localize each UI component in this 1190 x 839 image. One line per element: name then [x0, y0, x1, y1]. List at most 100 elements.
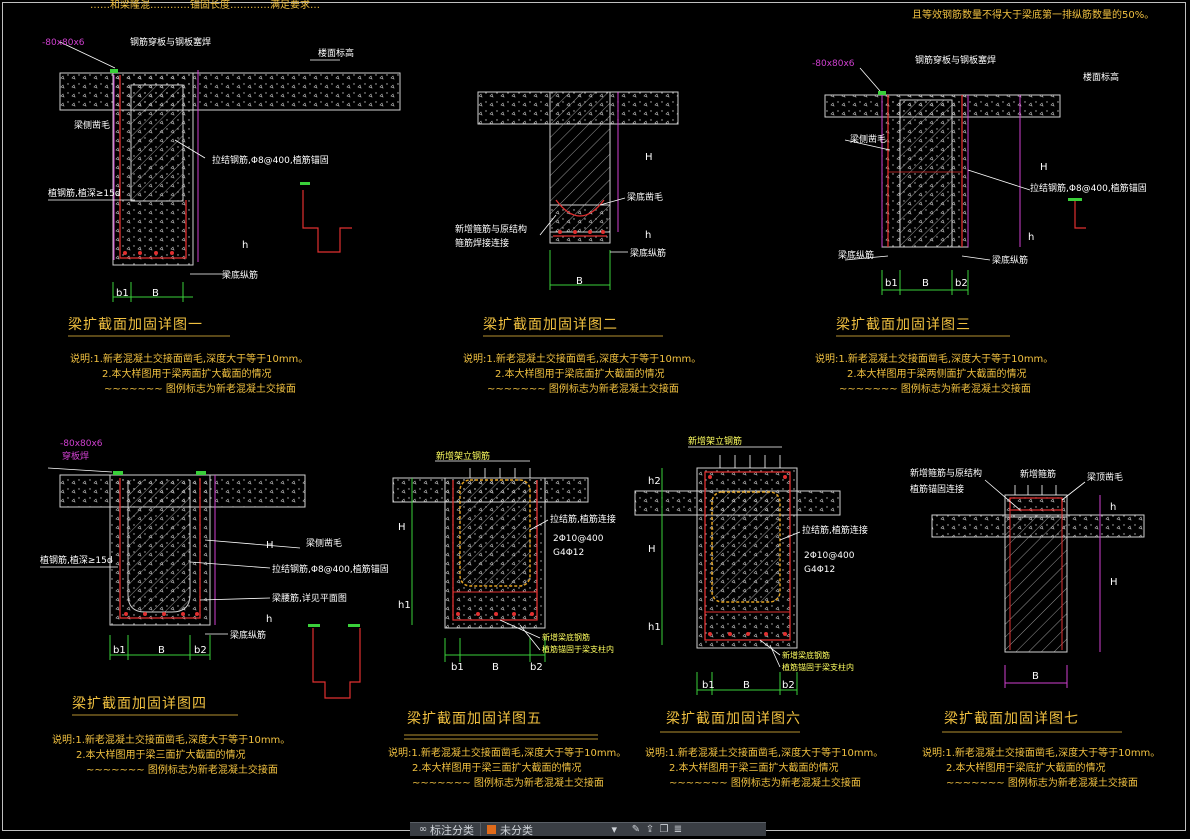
detail-7-new-top [1004, 494, 1068, 518]
detail-4: -80x80x6 穿板焊 梁侧凿毛 植钢筋,植深≥15d 拉结钢筋,Φ8@400… [40, 439, 389, 716]
detail-1-B-label: B [152, 288, 159, 299]
detail-5-notes: 说明:1.新老混凝土交接面凿毛,深度大于等于10mm。 2.本大样图用于梁三面扩… [388, 746, 626, 791]
layer-select-value: 未分类 [500, 823, 533, 837]
detail-2-new-stirrup-label: 新增箍筋与原结构 [455, 223, 527, 235]
detail-4-plate-label: -80x80x6 [60, 439, 103, 449]
pen-icon[interactable]: ✎ [631, 824, 641, 835]
detail-6-B-label: B [743, 680, 750, 691]
note-line: 2.本大样图用于梁三面扩大截面的情况 [669, 763, 839, 774]
detail-2-title: 梁扩截面加固详图二 [483, 317, 618, 333]
note-line: 说明:1.新老混凝土交接面凿毛,深度大于等于10mm。 [70, 354, 309, 365]
detail-3-notes: 说明:1.新老混凝土交接面凿毛,深度大于等于10mm。 2.本大样图用于梁两侧面… [815, 352, 1053, 397]
detail-6-b1-label: b1 [702, 680, 715, 691]
note-line: 2.本大样图用于梁底面扩大截面的情况 [495, 369, 665, 380]
detail-1-tie-label: 拉结钢筋,Φ8@400,植筋锚固 [212, 154, 329, 166]
detail-4-H-label: H [266, 540, 274, 551]
detail-5-b2-label: b2 [530, 662, 543, 673]
detail-6-anchor-label: 植筋锚固于梁支柱内 [782, 662, 854, 672]
detail-2-bottom-label: 梁底纵筋 [630, 247, 666, 259]
detail-2: H 梁底凿毛 新增箍筋与原结构 箍筋焊接连接 梁底纵筋 h B [455, 91, 679, 337]
note-line: 2.本大样图用于梁三面扩大截面的情况 [76, 750, 246, 761]
detail-1-slab-top-label: 楼面标高 [318, 47, 354, 59]
top-note-left: ……和梁隆混…………锚固长度…………满足要求… [90, 0, 320, 11]
layer-color-swatch [487, 825, 496, 834]
upload-icon[interactable]: ⇪ [645, 824, 655, 835]
note-line: 说明:1.新老混凝土交接面凿毛,深度大于等于10mm。 [922, 748, 1161, 759]
detail-2-weld-label: 箍筋焊接连接 [455, 237, 509, 249]
detail-4-B-label: B [158, 645, 165, 656]
copy-icon[interactable]: ❐ [659, 824, 669, 835]
detail-6-H-label: H [648, 544, 656, 555]
detail-3-slab-top-label: 楼面标高 [1083, 71, 1119, 83]
note-line: ~~~~~~~ 图例标志为新老混凝土交接面 [104, 384, 296, 395]
note-line: 2.本大样图用于梁两侧面扩大截面的情况 [847, 369, 1027, 380]
detail-3-bottom-label: 梁底纵筋 [838, 249, 874, 261]
detail-1-bottom-bars [123, 251, 174, 255]
detail-7-top-label: 新增箍筋 [1020, 468, 1056, 480]
detail-4-b2-label: b2 [194, 645, 207, 656]
layer-filter[interactable]: ∞ 标注分类 [410, 823, 480, 837]
detail-1-title: 梁扩截面加固详图一 [68, 317, 203, 333]
detail-4-tie-label: 拉结钢筋,Φ8@400,植筋锚固 [272, 563, 389, 575]
detail-1-weld-label: 钢筋穿板与钢板塞焊 [130, 36, 211, 48]
detail-5: 新增架立钢筋 拉结筋,植筋连接 2Φ10@400 G4Φ12 新增梁底钢筋 植筋… [392, 450, 616, 740]
top-note-right: 且等效钢筋数量不得大于梁底第一排纵筋数量的50%。 [912, 10, 1155, 21]
detail-4-b1-label: b1 [113, 645, 126, 656]
detail-4-weld-label: 穿板焊 [62, 450, 89, 462]
detail-5-top-label: 新增架立钢筋 [436, 450, 490, 462]
bottom-toolbar: ∞ 标注分类 未分类 ▾ ✎ ⇪ ❐ ≣ [410, 822, 766, 837]
note-line: 2.本大样图用于梁两面扩大截面的情况 [102, 369, 272, 380]
detail-6-new-bottom-label: 新增梁底钢筋 [782, 650, 830, 660]
note-line: 说明:1.新老混凝土交接面凿毛,深度大于等于10mm。 [52, 735, 291, 746]
glasses-icon: ∞ [418, 824, 428, 835]
detail-6-top-label: 新增架立钢筋 [688, 435, 742, 447]
detail-6-title: 梁扩截面加固详图六 [666, 711, 801, 727]
detail-1-plate [110, 69, 118, 73]
detail-4-plant-label: 植钢筋,植深≥15d [40, 554, 113, 566]
detail-5-anchor-label: 植筋锚固于梁支柱内 [542, 644, 614, 654]
detail-2-notes: 说明:1.新老混凝土交接面凿毛,深度大于等于10mm。 2.本大样图用于梁底面扩… [463, 352, 701, 397]
note-line: ~~~~~~~ 图例标志为新老混凝土交接面 [487, 384, 679, 395]
note-line: 2.本大样图用于梁三面扩大截面的情况 [412, 763, 582, 774]
stack-icon[interactable]: ≣ [673, 824, 683, 835]
detail-1-bottom-label: 梁底纵筋 [222, 269, 258, 281]
detail-1-old-beam [130, 84, 184, 202]
note-line: ~~~~~~~ 图例标志为新老混凝土交接面 [412, 778, 604, 789]
detail-7-rough-label: 梁顶凿毛 [1087, 471, 1123, 483]
detail-7: 新增箍筋与原结构 植筋锚固连接 新增箍筋 梁顶凿毛 H h B [910, 467, 1145, 733]
detail-6-h2-label: h2 [648, 476, 661, 487]
detail-6-notes: 说明:1.新老混凝土交接面凿毛,深度大于等于10mm。 2.本大样图用于梁三面扩… [645, 746, 883, 791]
detail-3-tie-label: 拉结钢筋,Φ8@400,植筋锚固 [1030, 182, 1147, 194]
note-line: ~~~~~~~ 图例标志为新老混凝土交接面 [839, 384, 1031, 395]
detail-3-title: 梁扩截面加固详图三 [836, 317, 971, 333]
detail-5-old-beam [459, 479, 531, 587]
detail-3: -80x80x6 钢筋穿板与钢板塞焊 楼面标高 梁侧凿毛 拉结钢筋,Φ8@400… [812, 54, 1147, 337]
detail-1-rough-label: 梁侧凿毛 [74, 119, 110, 131]
detail-6-tie3-label: G4Φ12 [804, 565, 835, 575]
detail-7-stirrup2-label: 植筋锚固连接 [910, 483, 964, 495]
detail-1-hook-sketch [302, 190, 352, 253]
detail-3-h-label: h [1028, 232, 1034, 243]
detail-2-H-label: H [645, 152, 653, 163]
detail-5-B-label: B [492, 662, 499, 673]
layer-select[interactable]: 未分类 ▾ [480, 823, 623, 837]
layer-filter-label: 标注分类 [430, 823, 474, 837]
detail-5-h1-label: h1 [398, 600, 411, 611]
detail-2-new-bottom [549, 204, 611, 244]
detail-7-old-beam [1004, 514, 1068, 653]
detail-6-old-beam [711, 491, 781, 603]
detail-1-h-label: h [242, 240, 248, 251]
detail-4-waist-label: 梁腰筋,详见平面图 [272, 592, 347, 604]
note-line: 说明:1.新老混凝土交接面凿毛,深度大于等于10mm。 [645, 748, 884, 759]
detail-1-b1-label: b1 [116, 288, 129, 299]
detail-1-plant-label: 植钢筋,植深≥15d [48, 187, 121, 199]
detail-3-old-beam [899, 99, 953, 248]
detail-1-slab [59, 72, 401, 111]
detail-1-plate-label: -80x80x6 [42, 38, 85, 48]
toolbar-icons: ✎ ⇪ ❐ ≣ [623, 823, 691, 836]
detail-5-tie2-label: 2Φ10@400 [553, 534, 604, 544]
detail-4-bottom-label: 梁底纵筋 [230, 629, 266, 641]
detail-3-H-label: H [1040, 162, 1048, 173]
